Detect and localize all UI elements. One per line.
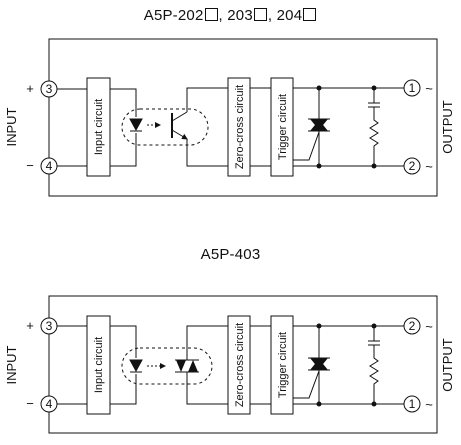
- diagram-2: [48, 295, 438, 434]
- diagram-1-terminal-in-bot-label: 4: [46, 159, 53, 173]
- diagram-2-frame: [48, 295, 438, 434]
- diagram-2-plus: +: [26, 318, 34, 333]
- diagram-1-input-circuit-label: Input circuit: [93, 99, 105, 155]
- diagram-1-trigger-box: [270, 77, 294, 177]
- placeholder-box-1: [204, 8, 218, 21]
- diagram-2-terminal-4: [40, 395, 58, 413]
- diagram-2-trigger-box: [270, 315, 294, 415]
- diagram-1-tilde-top: ~: [425, 81, 433, 96]
- diagram-2-terminal-2: [403, 317, 421, 335]
- diagram-1-output-label: OUTPUT: [440, 100, 455, 154]
- diagram-2-tilde-bot: ~: [425, 397, 433, 412]
- diagram-1-terminal-out-top-label: 1: [409, 81, 416, 95]
- diagram-2-title: A5P-403: [200, 246, 261, 263]
- diagram-1-tilde-bot: ~: [425, 159, 433, 174]
- diagram-2-photo-triac: [176, 360, 186, 372]
- diagram-2-minus: −: [26, 396, 34, 411]
- diagram-1-zero-cross-box: [227, 77, 251, 177]
- diagram-1-terminal-out-bot-label: 2: [409, 159, 416, 173]
- diagram-2-photocoupler-outline: [121, 347, 213, 385]
- diagram-2-zero-cross-box: [227, 315, 251, 415]
- model-203: , 203: [218, 7, 253, 24]
- diagram-1-led: [129, 118, 143, 132]
- diagram-2-input-label: INPUT: [4, 345, 19, 384]
- diagram-1: [48, 38, 438, 197]
- diagram-1-terminal-1: [403, 79, 421, 97]
- diagram-2-tilde-top: ~: [425, 319, 433, 334]
- diagram-2-terminal-3: [40, 317, 58, 335]
- diagram-2-resistor: [369, 345, 379, 404]
- diagram-1-terminals: [40, 79, 421, 175]
- diagram-1-frame: [48, 38, 438, 197]
- model-a5p-202: A5P-202: [143, 7, 204, 24]
- diagram-1-minus: −: [26, 158, 34, 173]
- diagram-1-terminal-4: [40, 157, 58, 175]
- placeholder-box-2: [253, 8, 267, 21]
- diagram-2-input-circuit-box: [86, 315, 111, 415]
- diagram-1-terminal-in-top-label: 3: [46, 82, 53, 96]
- diagram-1-zero-cross-label: Zero-cross circuit: [234, 85, 246, 169]
- diagram-1-resistor: [369, 107, 379, 166]
- diagram-2-terminal-1: [403, 395, 421, 413]
- diagram-1-plus: +: [26, 81, 34, 96]
- diagram-1-input-label: INPUT: [4, 107, 19, 146]
- diagram-1-photocoupler-outline: [121, 108, 209, 146]
- diagram-2-terminal-in-bot-label: 4: [46, 397, 53, 411]
- diagram-2-zero-cross-label: Zero-cross circuit: [234, 323, 246, 407]
- diagram-2-terminals: [40, 317, 421, 413]
- diagram-1-input-circuit-box: [86, 77, 111, 177]
- diagram-2-output-label: OUTPUT: [440, 338, 455, 392]
- diagram-2-terminal-out-bot-label: 1: [409, 397, 416, 411]
- diagram-1-terminal-3: [40, 80, 58, 98]
- diagram-2-trigger-label: Trigger circuit: [277, 332, 289, 398]
- model-204: , 204: [267, 7, 303, 24]
- diagram-2-terminal-out-top-label: 2: [409, 319, 416, 333]
- diagram-2-terminal-in-top-label: 3: [46, 319, 53, 333]
- diagram-2-input-circuit-label: Input circuit: [93, 337, 105, 393]
- diagram-1-trigger-label: Trigger circuit: [277, 94, 289, 160]
- diagram-1-terminal-2: [403, 157, 421, 175]
- diagram-1-title: A5P-202 , 203 , 204: [0, 7, 461, 24]
- placeholder-box-3: [303, 8, 317, 21]
- diagram-2-led: [129, 359, 143, 373]
